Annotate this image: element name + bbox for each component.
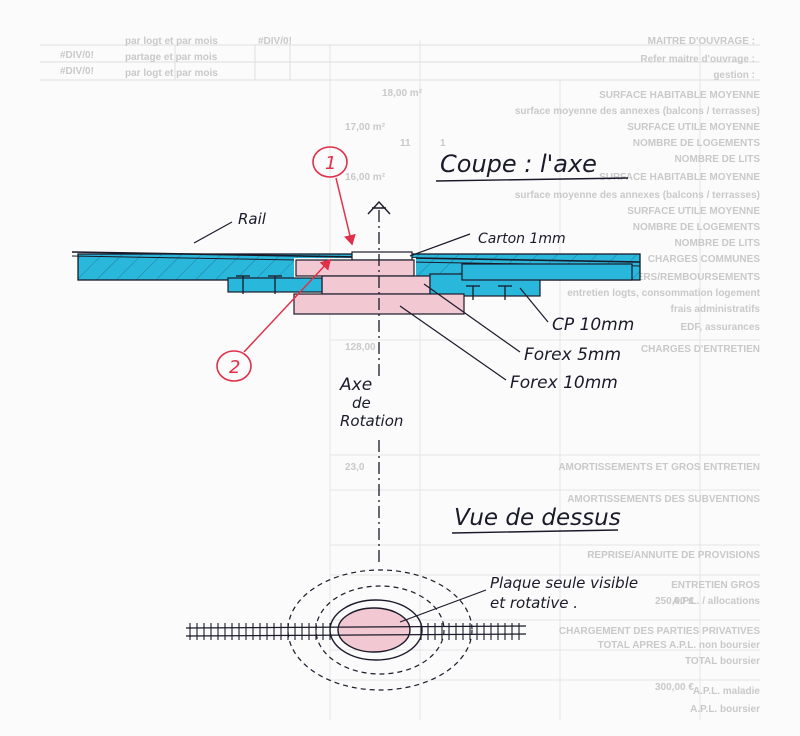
- section-title: Coupe : l'axe: [440, 150, 597, 178]
- bg-row: entretien logts, consommation logement: [567, 288, 760, 299]
- carton-1mm-plate: [351, 251, 413, 261]
- rail-leader: [193, 221, 233, 244]
- bg-row: surface moyenne des annexes (balcons / t…: [515, 106, 760, 117]
- bg-value: 1: [440, 138, 446, 149]
- cp-leader: [519, 287, 549, 323]
- bg-row: CHARGES COMMUNES: [648, 254, 761, 265]
- screw-icon: [236, 275, 250, 294]
- track-top-view: [185, 625, 527, 637]
- top-view-title: Vue de dessus: [454, 505, 621, 531]
- bg-header-1: MAITRE D'OUVRAGE :: [648, 36, 755, 47]
- carton-leader: [409, 233, 471, 257]
- bg-row: EDF, assurances: [681, 322, 761, 333]
- screw-icon: [466, 285, 480, 300]
- plaque-label: Plaque seule visible: [490, 574, 638, 592]
- bg-row: SURFACE HABITABLE MOYENNE: [599, 172, 760, 183]
- bg-div-1: #DIV/0!: [60, 50, 94, 61]
- top-view: [185, 529, 619, 691]
- bg-row: NOMBRE DE LOGEMENTS: [633, 138, 761, 149]
- screw-icon: [268, 275, 282, 294]
- callout-1-arrow: [335, 177, 356, 246]
- axe-label-de: de: [352, 394, 371, 412]
- plaque-label-2: et rotative .: [490, 594, 578, 612]
- bg-row: frais administratifs: [671, 304, 761, 315]
- bg-row: ENTRETIEN GROS: [671, 580, 760, 591]
- bg-value: 128,00: [345, 342, 376, 353]
- axe-label-rotation: Rotation: [340, 412, 403, 430]
- bg-row: AMORTISSEMENTS ET GROS ENTRETIEN: [558, 462, 760, 473]
- bg-row: NOMBRE DE LOGEMENTS: [633, 222, 761, 233]
- bg-row: REPRISE/ANNUITE DE PROVISIONS: [587, 550, 760, 561]
- bg-row: CHARGES D'ENTRETIEN: [641, 344, 760, 355]
- bg-row: TOTAL APRES A.P.L. non boursier: [598, 640, 761, 651]
- rotating-plate: [337, 607, 411, 653]
- cp-label: CP 10mm: [552, 315, 634, 335]
- bg-value: 17,00 m²: [345, 122, 386, 133]
- bg-value: 16,00 m²: [345, 172, 386, 183]
- bg-row: A.P.L. maladie: [693, 686, 761, 697]
- section-view: [71, 146, 641, 566]
- bg-div-2: #DIV/0!: [60, 66, 94, 77]
- axe-label: Axe: [339, 375, 372, 395]
- bg-row: A.P.L. boursier: [690, 704, 760, 715]
- background-form: MAITRE D'OUVRAGE : Refer maitre d'ouvrag…: [40, 36, 761, 720]
- callout-2-arrow: [243, 258, 332, 353]
- carton-label: Carton 1mm: [478, 231, 566, 247]
- bg-row: AMORTISSEMENTS DES SUBVENTIONS: [567, 494, 760, 505]
- callout-2-number: 2: [229, 357, 240, 378]
- bg-value: 300,00 €: [655, 682, 694, 693]
- bg-row: NOMBRE DE LITS: [674, 238, 760, 249]
- middle-circle-dashed: [315, 585, 445, 675]
- top-view-title-underline: [451, 529, 619, 534]
- bg-value: 250,00 €: [655, 596, 694, 607]
- forex10-leader: [399, 305, 507, 381]
- forex10-label: Forex 10mm: [510, 373, 618, 393]
- forex-5mm-lower: [321, 275, 431, 295]
- plaque-leader: [399, 589, 487, 623]
- bg-row: NOMBRE DE LITS: [674, 154, 760, 165]
- bg-row: SURFACE HABITABLE MOYENNE: [599, 90, 760, 101]
- bg-header-3: gestion :: [713, 70, 755, 81]
- callout-1-number: 1: [325, 153, 336, 174]
- callout-1-circle: [312, 146, 348, 178]
- bg-value: 11: [400, 138, 411, 149]
- bg-div-3: #DIV/0!: [258, 36, 292, 47]
- bg-row: CHARGEMENT DES PARTIES PRIVATIVES: [559, 626, 760, 637]
- screw-icon: [498, 285, 512, 300]
- section-title-underline: [435, 177, 629, 182]
- bg-row: A.P.L. / allocations: [672, 596, 760, 607]
- forex5-label: Forex 5mm: [524, 345, 621, 365]
- callout-2-circle: [216, 350, 252, 382]
- forex-5mm-layer: [295, 259, 415, 277]
- bg-value: 18,00 m²: [382, 88, 423, 99]
- track-sleepers: [189, 623, 520, 640]
- bg-row: SURFACE UTILE MOYENNE: [627, 122, 760, 133]
- bg-value: 23,0: [345, 462, 365, 473]
- rotation-arrow-icon: [367, 200, 391, 215]
- forex5-leader: [423, 283, 521, 353]
- bg-unit-2: partage et par mois: [125, 52, 218, 63]
- bg-row: LOYERS/REMBOURSEMENTS: [616, 272, 760, 283]
- bg-row: SURFACE UTILE MOYENNE: [627, 206, 760, 217]
- bg-row: TOTAL boursier: [685, 656, 760, 667]
- bg-unit-1: par logt et par mois: [125, 36, 218, 47]
- bg-unit-3: par logt et par mois: [125, 68, 218, 79]
- bg-row: surface moyenne des annexes (balcons / t…: [515, 190, 760, 201]
- bg-header-2: Refer maitre d'ouvrage :: [640, 54, 755, 65]
- rail-label: Rail: [238, 210, 267, 228]
- cp-side-block-right-2: [461, 263, 633, 281]
- outer-circle-dashed: [287, 569, 473, 691]
